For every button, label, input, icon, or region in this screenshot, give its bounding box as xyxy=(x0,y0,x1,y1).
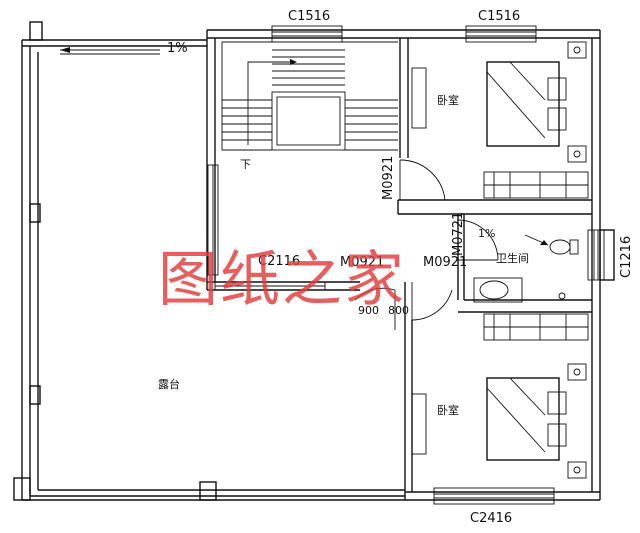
window-c2416 xyxy=(433,487,555,505)
pier-blocks xyxy=(13,21,615,501)
window-c1516-left xyxy=(271,25,343,43)
terrace-slope-arrow xyxy=(60,47,160,55)
door-bathroom xyxy=(457,219,499,261)
window-label-middle: C2116 xyxy=(258,254,300,269)
window-label-right: C1216 xyxy=(619,236,634,278)
door-bedroom-top xyxy=(399,159,446,201)
window-label-top-right: C1516 xyxy=(478,9,520,24)
door-label-bathroom: M0721 xyxy=(451,212,466,256)
room-label-bedroom-top: 卧室 xyxy=(437,93,459,107)
room-label-bedroom-bottom: 卧室 xyxy=(437,403,459,417)
sink-icon xyxy=(473,277,523,303)
window-c1216 xyxy=(587,229,605,281)
wardrobe-bottom xyxy=(483,313,589,341)
dimension-left: 900 xyxy=(358,304,379,317)
nightstands-bottom xyxy=(567,363,587,479)
door-middle-right xyxy=(411,282,453,321)
nightstands-top xyxy=(567,41,587,163)
window-c2116 xyxy=(207,164,326,291)
toilet-icon xyxy=(549,239,579,255)
room-label-terrace: 露台 xyxy=(158,377,180,391)
window-label-top-left: C1516 xyxy=(288,9,330,24)
window-c1516-right xyxy=(465,25,537,43)
bed-bottom xyxy=(486,377,567,461)
window-label-bottom: C2416 xyxy=(470,511,512,526)
door-label-middle-right: M0921 xyxy=(423,255,467,270)
door-label-bedroom-top: M0921 xyxy=(381,156,396,200)
terrace-slope-label: 1% xyxy=(167,41,188,56)
wardrobe-top xyxy=(483,171,589,199)
bath-slope-label: 1% xyxy=(478,227,495,240)
desk-top xyxy=(411,67,427,129)
room-label-bathroom: 卫生间 xyxy=(496,251,529,265)
desk-bottom xyxy=(411,393,427,455)
drain-icon xyxy=(558,292,566,300)
stair-down-label: 下 xyxy=(240,158,251,171)
bath-arrow-head xyxy=(540,240,548,245)
door-middle-left xyxy=(354,287,396,330)
bed-top xyxy=(486,61,567,147)
watermark: 图纸之家 xyxy=(158,245,406,315)
staircase xyxy=(221,41,398,151)
door-label-middle-left: M0921 xyxy=(340,255,384,270)
dimension-right: 800 xyxy=(388,304,409,317)
